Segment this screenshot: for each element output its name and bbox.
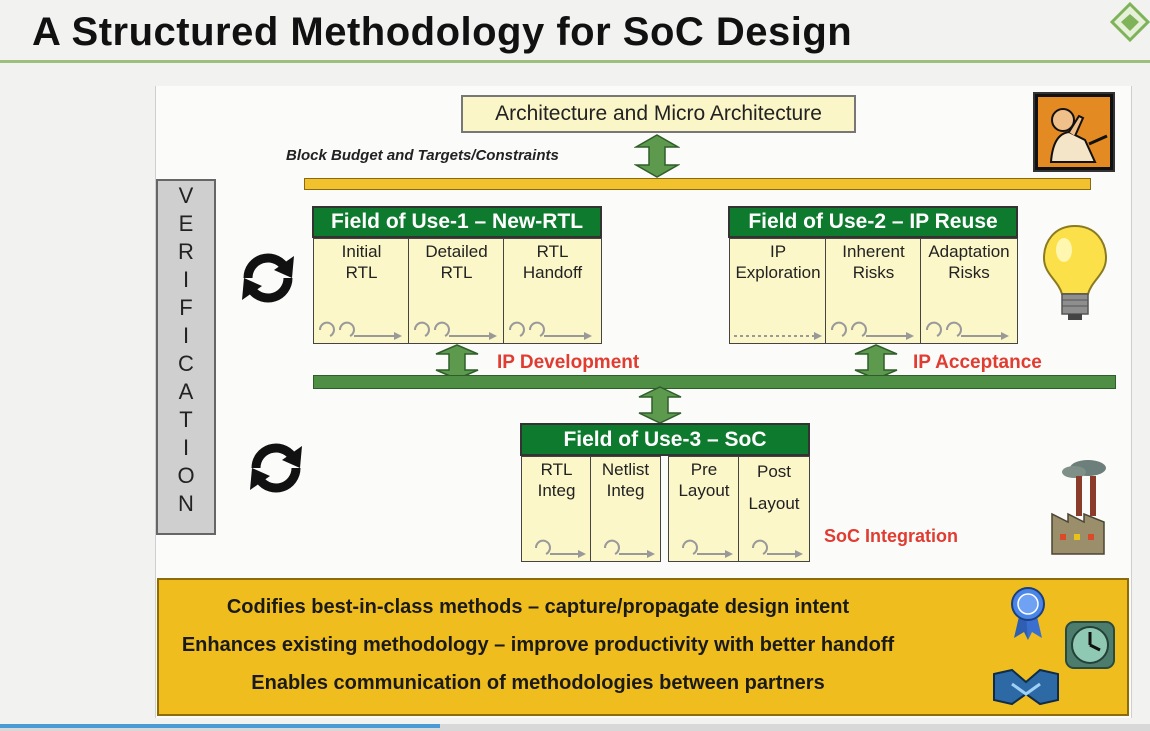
logo-icon [1110, 1, 1150, 43]
cell-line1: IP [769, 242, 787, 261]
field3-cell: Pre Layout [668, 456, 740, 562]
double-arrow-icon [634, 134, 680, 178]
factory-icon [1051, 460, 1106, 555]
double-arrow-icon [638, 386, 682, 424]
field2-cell: IP Exploration [729, 238, 827, 344]
cell-line1: Inherent [842, 242, 905, 261]
field3-cell: RTL Integ [521, 456, 592, 562]
footer-line: Enhances existing methodology – improve … [181, 634, 895, 656]
verification-letter: R [178, 239, 194, 264]
ip-bus-bar [313, 375, 1116, 389]
refresh-cycle-icon [242, 253, 294, 303]
verification-letter: A [178, 379, 194, 404]
flow-loop-icon [508, 321, 592, 340]
field3-cell: Post Layout [738, 456, 810, 562]
field2-title: Field of Use-2 – IP Reuse [728, 206, 1018, 238]
footer-line: Codifies best-in-class methods – capture… [226, 596, 850, 618]
field2-cell: Adaptation Risks [920, 238, 1018, 344]
verification-letter: I [182, 267, 190, 292]
cell-line2: RTL [440, 263, 473, 282]
flow-loop-icon [413, 321, 497, 340]
flow-loop-icon [751, 539, 803, 558]
cell-line2: Risks [852, 263, 895, 282]
verification-letter: F [179, 295, 193, 320]
cell-line1: RTL [540, 460, 573, 479]
flow-loop-icon [318, 321, 402, 340]
verification-letter: C [178, 351, 194, 376]
cell-line1: Netlist [601, 460, 650, 479]
cell-line1: RTL [536, 242, 569, 261]
flow-loop-icon [534, 539, 586, 558]
cell-line1: Adaptation [928, 242, 1010, 261]
title-underline [0, 60, 1150, 63]
clock-icon [1065, 621, 1115, 669]
ip-acceptance-label: IP Acceptance [913, 352, 1042, 373]
cell-line1: Initial [341, 242, 382, 261]
cell-line1: Detailed [425, 242, 488, 261]
slide-title: A Structured Methodology for SoC Design [32, 10, 853, 54]
budget-bar [304, 178, 1091, 190]
field3-cell: Netlist Integ [590, 456, 661, 562]
footer-line: Enables communication of methodologies b… [251, 672, 825, 694]
field1-cell: Initial RTL [313, 238, 410, 344]
verification-letter: I [182, 435, 190, 460]
cell-line1: Pre [690, 460, 718, 479]
cell-line2: Integ [537, 481, 576, 500]
cell-line1: Post [756, 462, 792, 481]
verification-letter: N [178, 491, 194, 516]
playback-progress [0, 724, 440, 728]
benefits-footer: Codifies best-in-class methods – capture… [157, 578, 1129, 716]
ip-development-label: IP Development [497, 352, 640, 373]
cell-line2: Exploration [735, 263, 821, 282]
award-ribbon-icon [1011, 587, 1045, 640]
architecture-box: Architecture and Micro Architecture [461, 95, 856, 133]
flow-loop-icon [830, 321, 914, 340]
refresh-cycle-icon [250, 443, 302, 493]
cell-line2: Handoff [522, 263, 583, 282]
verification-letter: O [177, 463, 195, 488]
field1-cell: Detailed RTL [408, 238, 505, 344]
dotted-arrow-icon [734, 332, 822, 340]
field1-title: Field of Use-1 – New-RTL [312, 206, 602, 238]
flow-loop-icon [603, 539, 655, 558]
verification-letter: I [182, 323, 190, 348]
handshake-icon [993, 668, 1059, 706]
field1-cell: RTL Handoff [503, 238, 602, 344]
thinker-clipart-icon [1033, 92, 1115, 172]
field2-cell: Inherent Risks [825, 238, 922, 344]
cell-line2: Layout [748, 494, 800, 513]
flow-loop-icon [681, 539, 733, 558]
cell-line2: RTL [345, 263, 378, 282]
verification-letter: E [178, 211, 194, 236]
soc-integration-label: SoC Integration [824, 526, 958, 546]
cell-line2: Risks [948, 263, 990, 282]
cell-line2: Layout [678, 481, 730, 500]
verification-column: V E R I F I C A T I O N [156, 179, 216, 535]
playback-bar[interactable] [0, 724, 1150, 731]
block-budget-label: Block Budget and Targets/Constraints [286, 147, 559, 164]
verification-letter: T [179, 407, 193, 432]
lightbulb-icon [1042, 224, 1108, 320]
flow-loop-icon [925, 321, 1009, 340]
verification-letter: V [178, 183, 194, 208]
field3-title: Field of Use-3 – SoC [520, 423, 810, 456]
cell-line2: Integ [606, 481, 645, 500]
